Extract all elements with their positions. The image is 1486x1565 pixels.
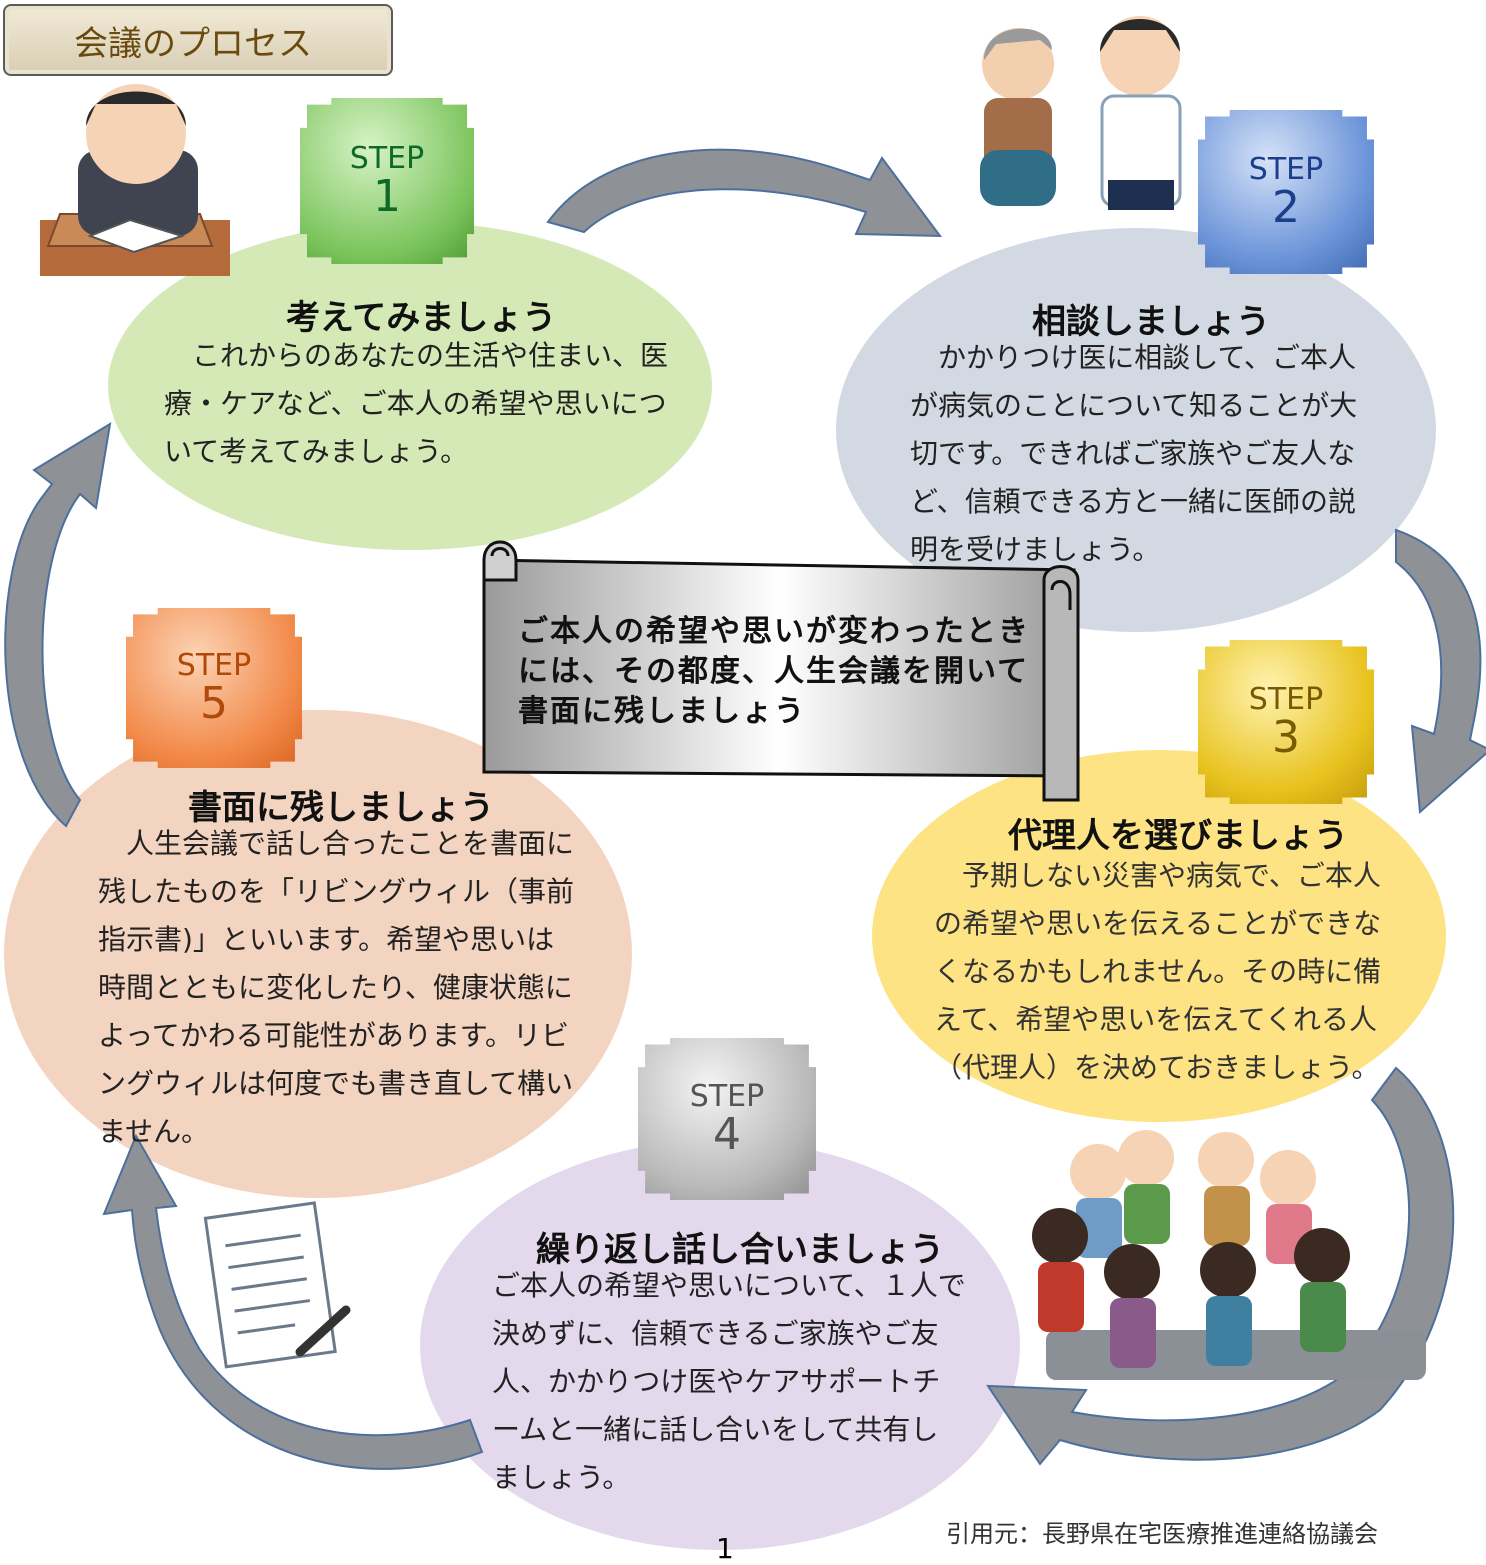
step4-body: ご本人の希望や思いについて、１人で決めずに、信頼できるご家族やご友人、かかりつけ… <box>492 1269 966 1494</box>
step5-badge-number: 5 <box>200 678 228 729</box>
step2-badge-label: STEP <box>1248 152 1324 187</box>
step3-badge: STEP 3 <box>1198 640 1374 804</box>
step4-heading: 繰り返し話し合いましょう <box>536 1230 944 1270</box>
step4-badge: STEP 4 <box>638 1038 816 1200</box>
step3-heading: 代理人を選びましょう <box>1008 816 1348 856</box>
step1-badge-label: STEP <box>349 141 425 176</box>
step1-badge-number: 1 <box>373 171 401 222</box>
step5-body: 人生会議で話し合ったことを書面に残したものを「リビングウィル（事前指示書)」とい… <box>98 827 575 1148</box>
step1-heading: 考えてみましょう <box>286 298 557 338</box>
source-citation: 引用元：長野県在宅医療推進連絡協議会 <box>946 1520 1378 1548</box>
arrow-step5-to-step1 <box>4 422 112 828</box>
step3-badge-label: STEP <box>1248 682 1324 717</box>
step3-badge-number: 3 <box>1272 712 1300 763</box>
step2-badge-number: 2 <box>1272 182 1300 233</box>
document-pen-illustration <box>203 1201 351 1369</box>
step5-heading: 書面に残しましょう <box>188 788 494 828</box>
doctor-patient-illustration <box>980 16 1182 210</box>
arrow-step3-to-step4 <box>986 1066 1455 1466</box>
scroll-banner <box>482 540 1080 802</box>
step5-badge: STEP 5 <box>126 608 302 768</box>
step2-badge: STEP 2 <box>1198 110 1374 274</box>
page-number: 1 <box>716 1532 734 1565</box>
step2-oval <box>836 228 1436 632</box>
step1-badge: STEP 1 <box>300 98 474 264</box>
step1-oval <box>108 222 712 550</box>
step4-oval <box>420 1140 1020 1550</box>
step2-body: かかりつけ医に相談して、ご本人が病気のことについて知ることが大切です。できればご… <box>910 341 1358 566</box>
step2-heading: 相談しましょう <box>1032 302 1270 342</box>
arrow-step1-to-step2 <box>546 148 943 238</box>
step5-oval <box>4 710 632 1198</box>
step4-badge-number: 4 <box>713 1109 741 1160</box>
group-meeting-illustration <box>1032 1130 1426 1380</box>
center-note: ご本人の希望や思いが変わったときには、その都度、人生会議を開いて書面に残しましょ… <box>518 614 1030 729</box>
arrow-step2-to-step3 <box>1395 528 1486 815</box>
man-reading-illustration <box>40 84 230 276</box>
step3-body: 予期しない災害や病気で、ご本人の希望や思いを伝えることができなくなるかもしれませ… <box>934 859 1382 1084</box>
process-title-tag: 会議のプロセス <box>3 4 393 76</box>
step5-badge-label: STEP <box>176 648 252 683</box>
step3-oval <box>872 750 1446 1122</box>
step1-body: これからのあなたの生活や住まい、医療・ケアなど、ご本人の希望や思いについて考えて… <box>164 339 669 468</box>
step4-badge-label: STEP <box>689 1079 765 1114</box>
arrow-step4-to-step5 <box>102 1133 484 1470</box>
process-title: 会議のプロセス <box>74 23 312 64</box>
